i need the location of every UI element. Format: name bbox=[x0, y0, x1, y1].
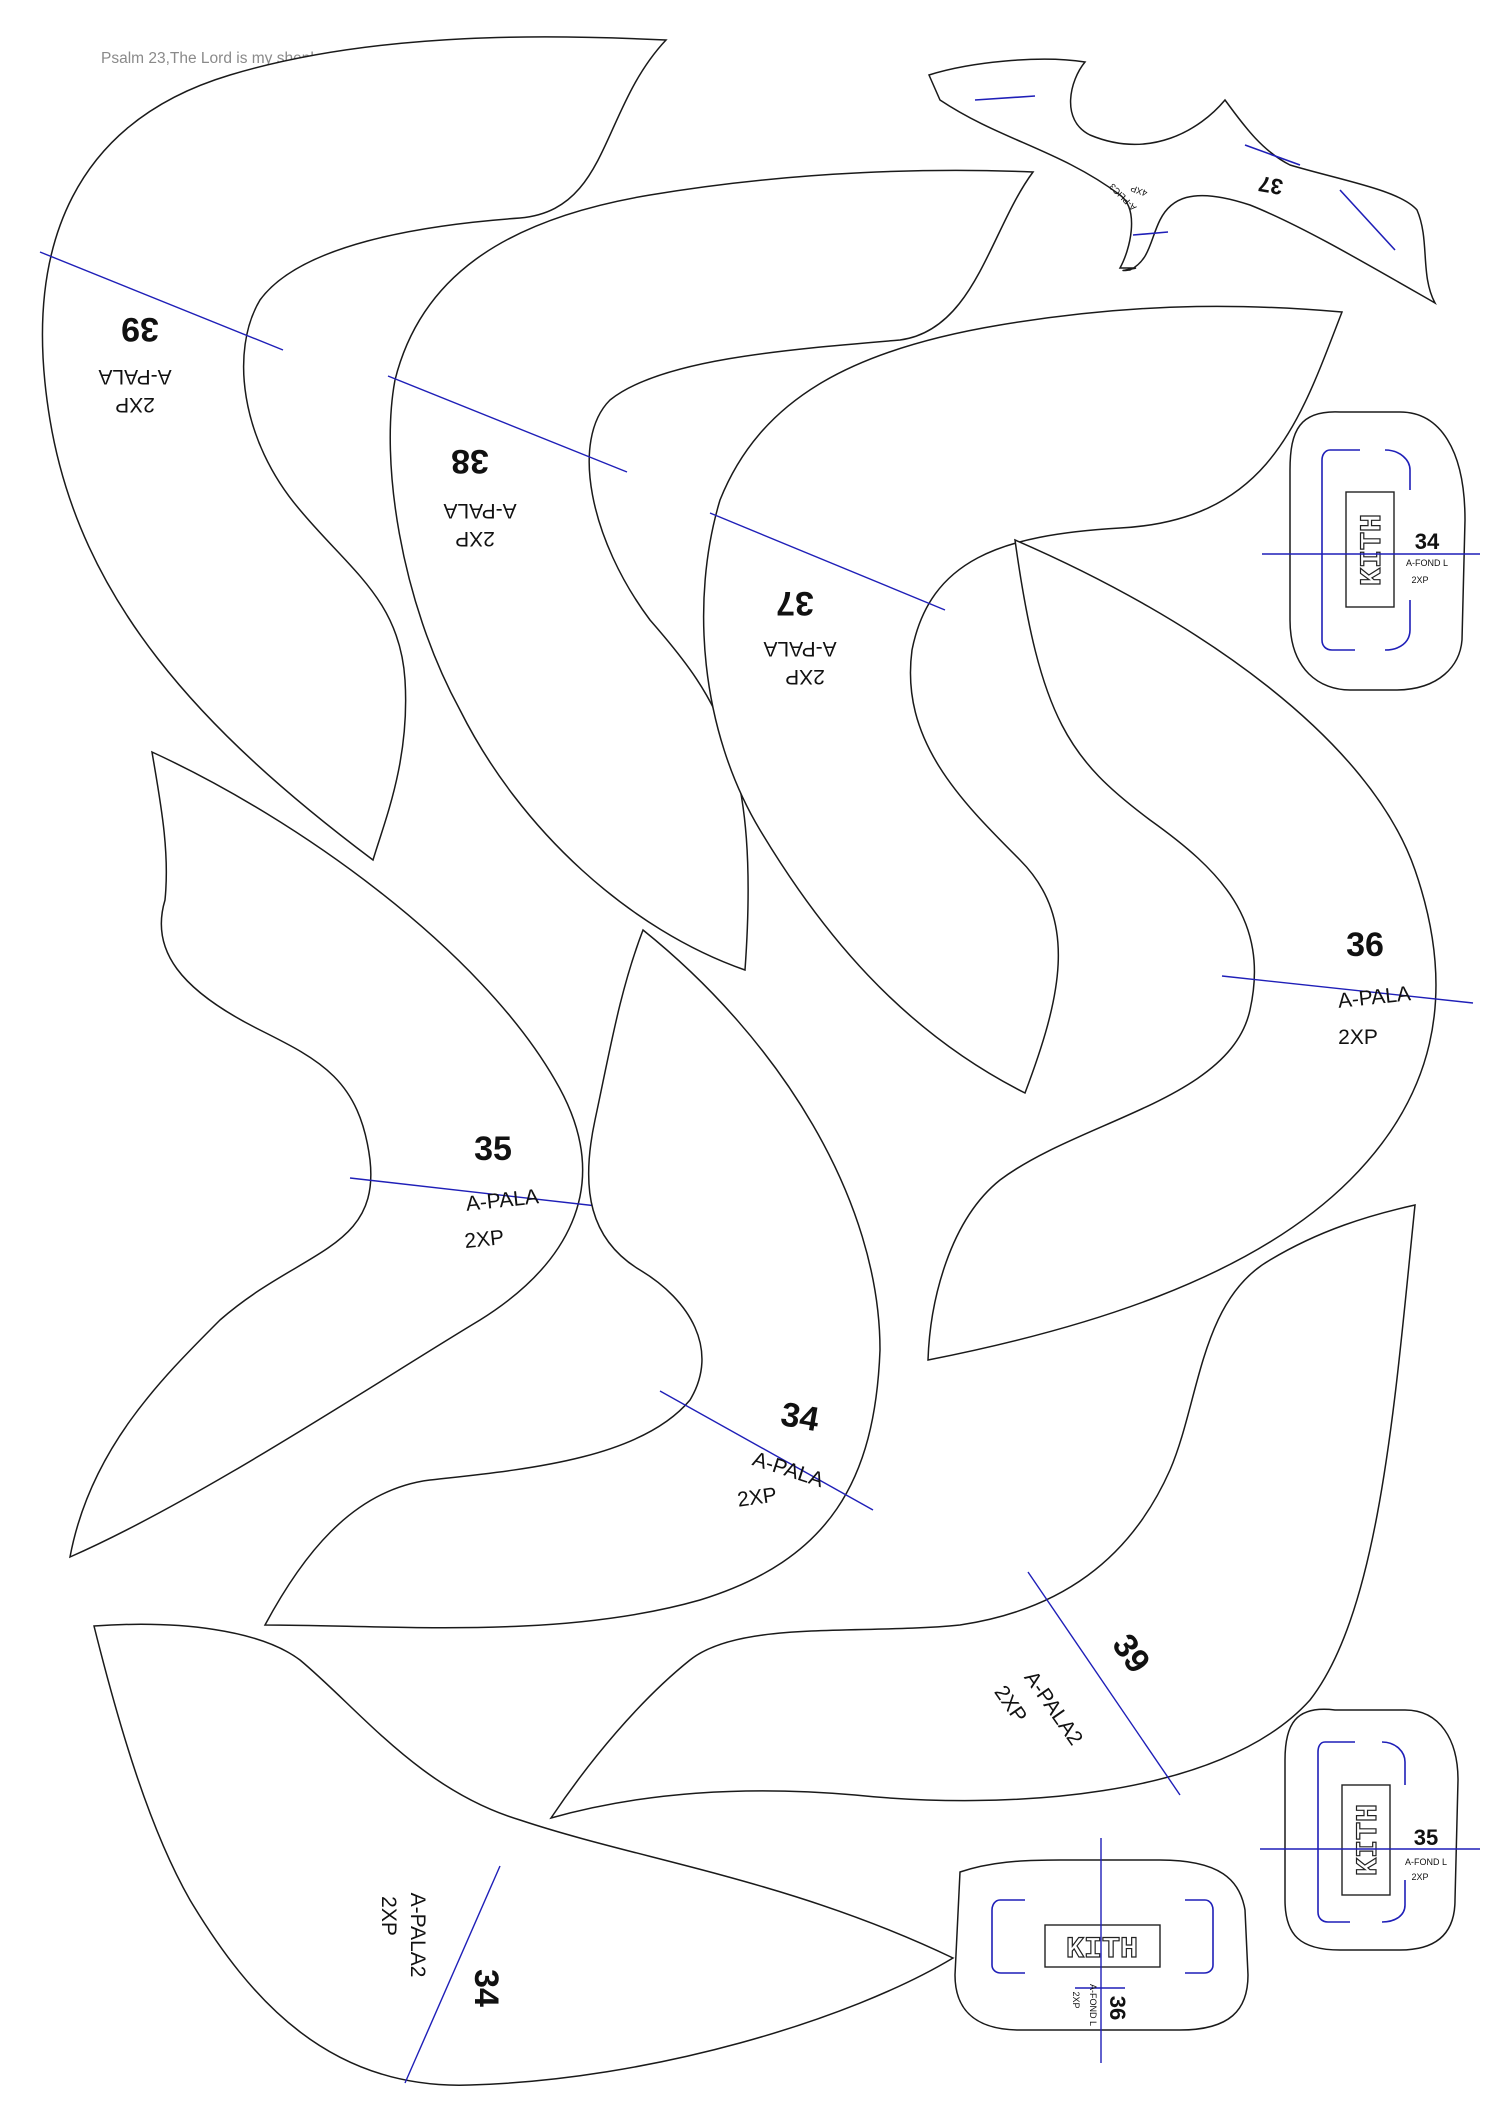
piece-qty-label: 2XP bbox=[1338, 1026, 1378, 1049]
piece-size-label: 35 bbox=[1414, 1825, 1438, 1850]
piece-pala-34: 34 A-PALA 2XP bbox=[263, 928, 881, 1629]
piece-qty-label: 2XP bbox=[736, 1483, 779, 1511]
piece-size-label: 38 bbox=[451, 442, 489, 480]
piece-pala2-39: 39 A-PALA2 2XP bbox=[549, 1204, 1416, 1820]
piece-code-label: A-FOND L bbox=[1088, 1984, 1098, 2026]
piece-pala2-34: 34 A-PALA2 2XP bbox=[93, 1623, 955, 2086]
piece-qty-label: 2XP bbox=[455, 527, 495, 550]
piece-size-label: 37 bbox=[776, 584, 814, 622]
piece-size-label: 34 bbox=[1415, 529, 1440, 554]
piece-size-label: 36 bbox=[1105, 1996, 1130, 2020]
piece-fond-35: KITH 35 A-FOND L 2XP bbox=[1260, 1708, 1480, 1951]
piece-code-label: A-PALA2 bbox=[406, 1893, 429, 1978]
piece-size-label: 34 bbox=[467, 1969, 505, 2007]
piece-qty-label: 2XP bbox=[377, 1896, 400, 1936]
piece-qty-label: 2XP bbox=[1071, 1991, 1081, 2008]
piece-pala-37: 37 A-PALA 2XP bbox=[702, 305, 1344, 1095]
kith-logo: KITH bbox=[1352, 1804, 1386, 1876]
piece-qty-label: 2XP bbox=[785, 665, 825, 688]
piece-code-label: A-FOND L bbox=[1406, 558, 1448, 568]
piece-size-label: 35 bbox=[474, 1130, 512, 1168]
piece-pala-35: 35 A-PALA 2XP bbox=[69, 750, 598, 1559]
piece-pala-39: 39 A-PALA 2XP bbox=[39, 36, 668, 862]
kith-logo: KITH bbox=[1356, 514, 1390, 586]
piece-size-label: 36 bbox=[1346, 926, 1384, 964]
piece-code-label: A-FOND L bbox=[1405, 1857, 1447, 1867]
kith-logo: KITH bbox=[1066, 1933, 1138, 1967]
piece-qty-label: 2XP bbox=[115, 393, 155, 416]
piece-size-label: 39 bbox=[121, 310, 159, 348]
piece-qty-label: 2XP bbox=[1411, 1872, 1428, 1882]
piece-size-label: 37 bbox=[1256, 171, 1284, 200]
piece-pala-38: 38 A-PALA 2XP bbox=[387, 169, 1035, 972]
piece-pala-36: 36 A-PALA 2XP bbox=[927, 538, 1474, 1361]
piece-code-label: A-PALA bbox=[763, 637, 836, 660]
piece-fond-36: KITH 36 A-FOND L 2XP bbox=[954, 1838, 1249, 2063]
piece-fond-34: KITH 34 A-FOND L 2XP bbox=[1262, 411, 1480, 691]
piece-code-label: A-PALA bbox=[98, 365, 171, 388]
piece-size-label: 34 bbox=[778, 1395, 822, 1439]
piece-qty-label: 2XP bbox=[1411, 575, 1428, 585]
piece-qty-label: 2XP bbox=[463, 1226, 505, 1253]
piece-code-label: A-PALA bbox=[443, 499, 516, 522]
